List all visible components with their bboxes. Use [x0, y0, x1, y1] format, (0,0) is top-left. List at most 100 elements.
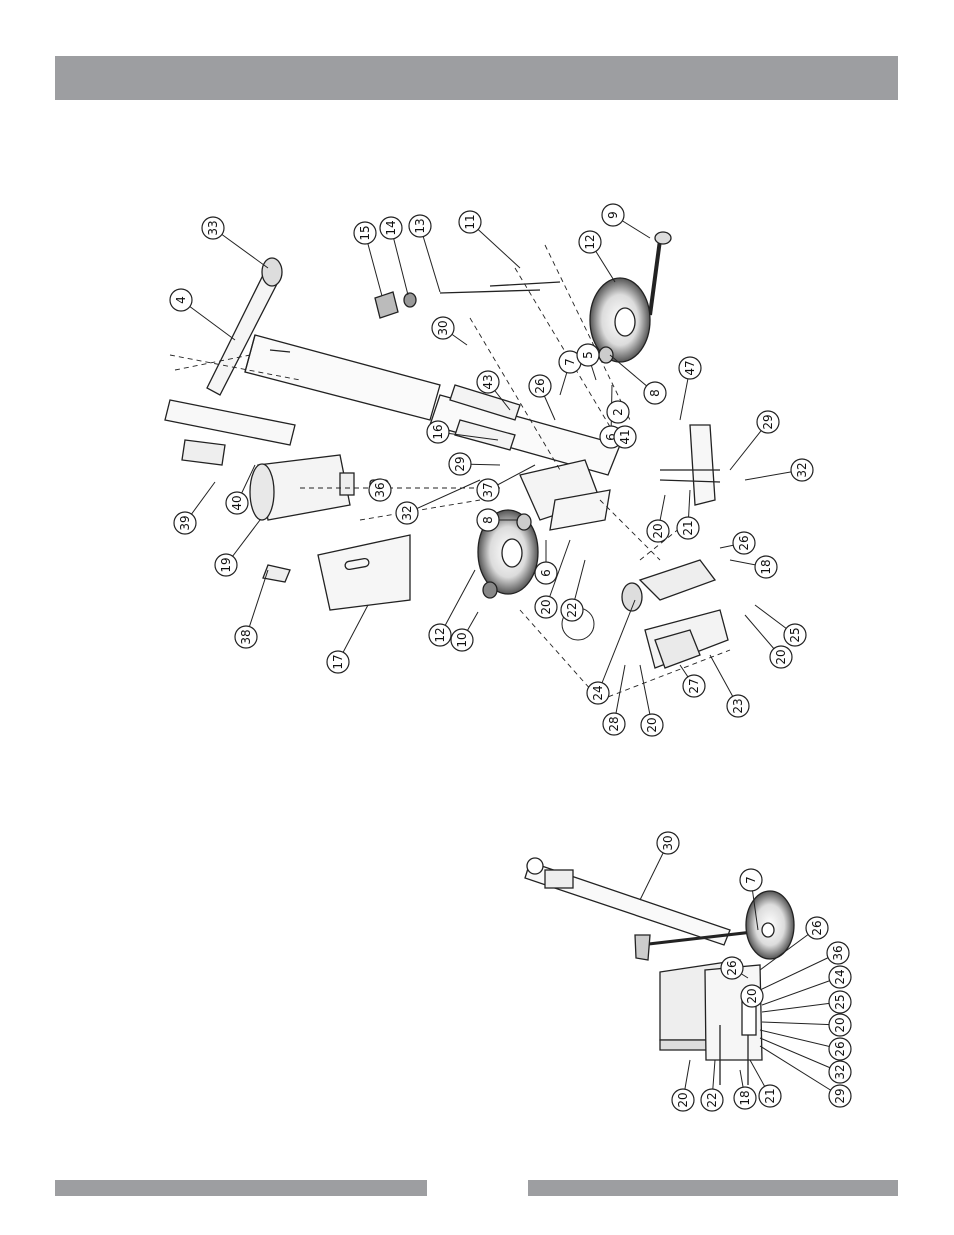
callout-number: 30 — [661, 835, 675, 850]
callout-number: 32 — [400, 505, 414, 520]
callout-30: 30 — [432, 317, 454, 339]
beam-end-bracket — [165, 400, 295, 445]
callout-20: 20 — [770, 646, 792, 668]
callout-leader — [762, 1002, 840, 1012]
callout-20: 20 — [647, 520, 669, 542]
callout-38: 38 — [235, 626, 257, 648]
callout-17: 17 — [327, 651, 349, 673]
base-plate-47 — [690, 425, 715, 505]
callout-12: 12 — [429, 624, 451, 646]
callout-number: 7 — [744, 876, 758, 884]
callout-12: 12 — [579, 231, 601, 253]
callout-number: 36 — [373, 482, 387, 497]
callout-number: 25 — [788, 627, 802, 642]
callout-leader — [762, 1022, 840, 1025]
callout-10: 10 — [451, 629, 473, 651]
callout-32: 32 — [829, 1061, 851, 1083]
callout-number: 29 — [761, 414, 775, 429]
callout-22: 22 — [561, 599, 583, 621]
callout-number: 32 — [795, 462, 809, 477]
callout-number: 20 — [651, 523, 665, 538]
callout-26: 26 — [529, 375, 551, 397]
callout-number: 28 — [607, 716, 621, 731]
callout-number: 22 — [705, 1092, 719, 1107]
callout-26: 26 — [721, 957, 743, 979]
callout-4: 4 — [170, 289, 192, 311]
callout-number: 26 — [833, 1041, 847, 1056]
callout-number: 15 — [358, 225, 372, 240]
callout-26: 26 — [829, 1038, 851, 1060]
callout-7: 7 — [740, 869, 762, 891]
callout-33: 33 — [202, 217, 224, 239]
callout-20: 20 — [535, 596, 557, 618]
callout-14: 14 — [380, 217, 402, 239]
footer-bar-right — [528, 1180, 898, 1196]
callout-leader — [762, 977, 840, 1005]
callout-number: 24 — [591, 685, 605, 700]
wheel-right — [590, 278, 650, 362]
callout-number: 13 — [413, 218, 427, 233]
callout-number: 12 — [583, 234, 597, 249]
callout-number: 27 — [687, 678, 701, 693]
callout-29: 29 — [829, 1085, 851, 1107]
callout-number: 33 — [206, 220, 220, 235]
axle-9 — [650, 240, 660, 315]
callout-25: 25 — [829, 991, 851, 1013]
callout-number: 22 — [565, 602, 579, 617]
callout-number: 39 — [178, 515, 192, 530]
callout-number: 43 — [481, 374, 495, 389]
callout-6: 6 — [535, 562, 557, 584]
callout-number: 9 — [606, 211, 620, 219]
callout-36: 36 — [369, 479, 391, 501]
callout-26: 26 — [806, 917, 828, 939]
callout-5: 5 — [577, 344, 599, 366]
callout-20: 20 — [641, 714, 663, 736]
cover-plate — [318, 535, 410, 610]
callout-number: 8 — [481, 516, 495, 524]
callout-41: 41 — [614, 426, 636, 448]
callout-13: 13 — [409, 215, 431, 237]
callout-number: 26 — [810, 920, 824, 935]
callout-number: 7 — [563, 358, 577, 366]
callout-number: 18 — [759, 559, 773, 574]
callout-number: 25 — [833, 994, 847, 1009]
side-view — [525, 858, 794, 1085]
callout-number: 47 — [683, 360, 697, 375]
footer-bar-left — [55, 1180, 427, 1196]
callout-number: 26 — [725, 960, 739, 975]
callout-number: 14 — [384, 220, 398, 235]
callout-number: 40 — [230, 495, 244, 510]
callout-number: 17 — [331, 654, 345, 669]
callout-40: 40 — [226, 492, 248, 514]
callout-number: 20 — [774, 649, 788, 664]
callout-30: 30 — [657, 832, 679, 854]
callout-39: 39 — [174, 512, 196, 534]
callout-8: 8 — [644, 382, 666, 404]
callout-43: 43 — [477, 371, 499, 393]
callout-number: 20 — [745, 988, 759, 1003]
callout-number: 21 — [681, 520, 695, 535]
callout-leader — [760, 1038, 840, 1072]
callout-number: 6 — [539, 569, 553, 577]
callout-number: 19 — [219, 557, 233, 572]
callout-leader — [598, 600, 635, 693]
callout-19: 19 — [215, 554, 237, 576]
callout-number: 18 — [738, 1090, 752, 1105]
callout-number: 16 — [431, 424, 445, 439]
callout-number: 32 — [833, 1064, 847, 1079]
callout-18: 18 — [734, 1087, 756, 1109]
callout-20: 20 — [672, 1089, 694, 1111]
callout-32: 32 — [396, 502, 418, 524]
callout-47: 47 — [679, 357, 701, 379]
callout-number: 21 — [763, 1088, 777, 1103]
callout-11: 11 — [459, 211, 481, 233]
callout-number: 11 — [463, 214, 477, 229]
callout-number: 26 — [737, 535, 751, 550]
callout-24: 24 — [829, 966, 851, 988]
callout-number: 36 — [831, 945, 845, 960]
shaft-13 — [440, 290, 540, 293]
callout-number: 29 — [453, 456, 467, 471]
main-beam — [245, 335, 440, 420]
callout-leader — [407, 480, 480, 513]
